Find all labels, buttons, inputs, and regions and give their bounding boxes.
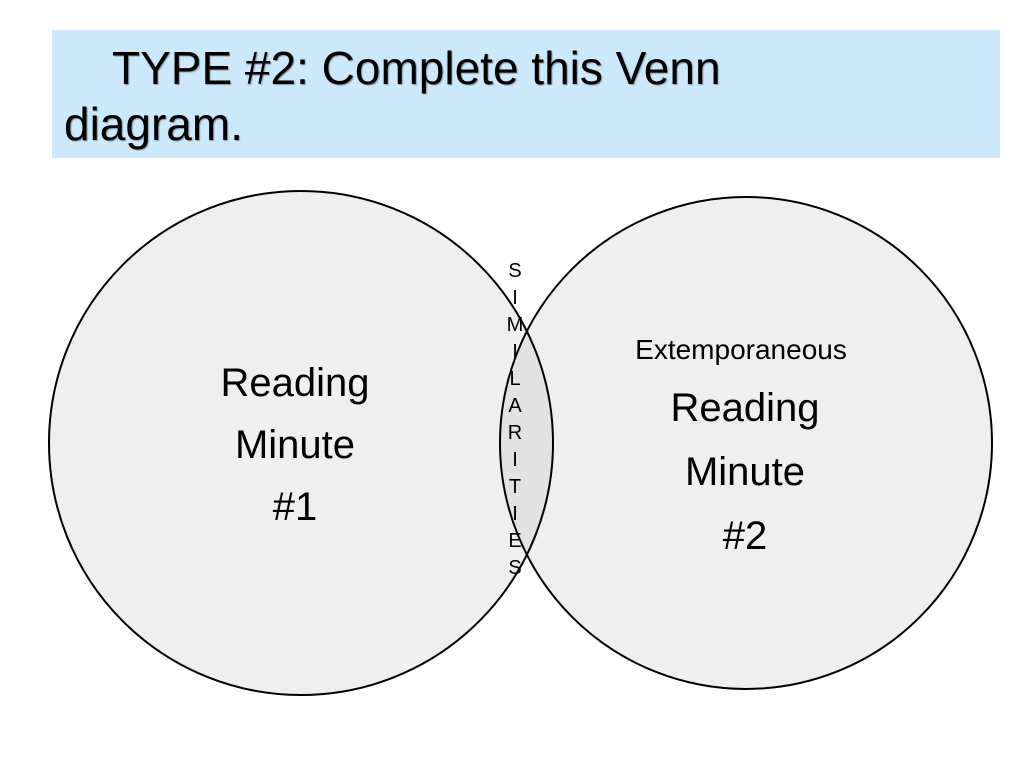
similarities-letter: E [508, 530, 522, 552]
right-circle-fill [500, 197, 992, 689]
title-line-2: diagram. [64, 98, 243, 150]
left-label-line-2: Minute [234, 423, 356, 467]
similarities-letter: I [512, 341, 518, 363]
left-label-line-1: Reading [220, 361, 370, 405]
similarities-label: S I M I L A R I T I E S [500, 258, 530, 582]
similarities-letter: T [508, 476, 522, 498]
left-circle-label: Reading Minute #1 [190, 352, 400, 538]
page-title: TYPE #2: Complete this Venn diagram. [64, 40, 964, 152]
similarities-letter: I [512, 287, 518, 309]
similarities-letter: S [508, 260, 522, 282]
similarities-letter: I [512, 449, 518, 471]
title-line-1: TYPE #2: Complete this Venn [112, 42, 721, 94]
right-circle [499, 196, 993, 690]
left-circle [48, 190, 554, 696]
right-label-line-2: Minute [684, 450, 806, 494]
similarities-letter: I [512, 503, 518, 525]
title-banner: TYPE #2: Complete this Venn diagram. [52, 30, 1000, 158]
similarities-letter: M [506, 314, 524, 336]
right-label-line-3: #2 [722, 514, 768, 558]
left-circle-fill [49, 191, 553, 695]
similarities-letter: L [509, 368, 521, 390]
similarities-letter: A [508, 395, 522, 417]
left-label-line-3: #1 [272, 485, 318, 529]
right-circle-extra-label: Extemporaneous [635, 334, 847, 365]
similarities-letter: R [507, 422, 523, 444]
similarities-letter: S [508, 557, 522, 579]
right-circle-label: Reading Minute #2 [640, 376, 850, 568]
right-label-line-1: Reading [670, 386, 820, 430]
